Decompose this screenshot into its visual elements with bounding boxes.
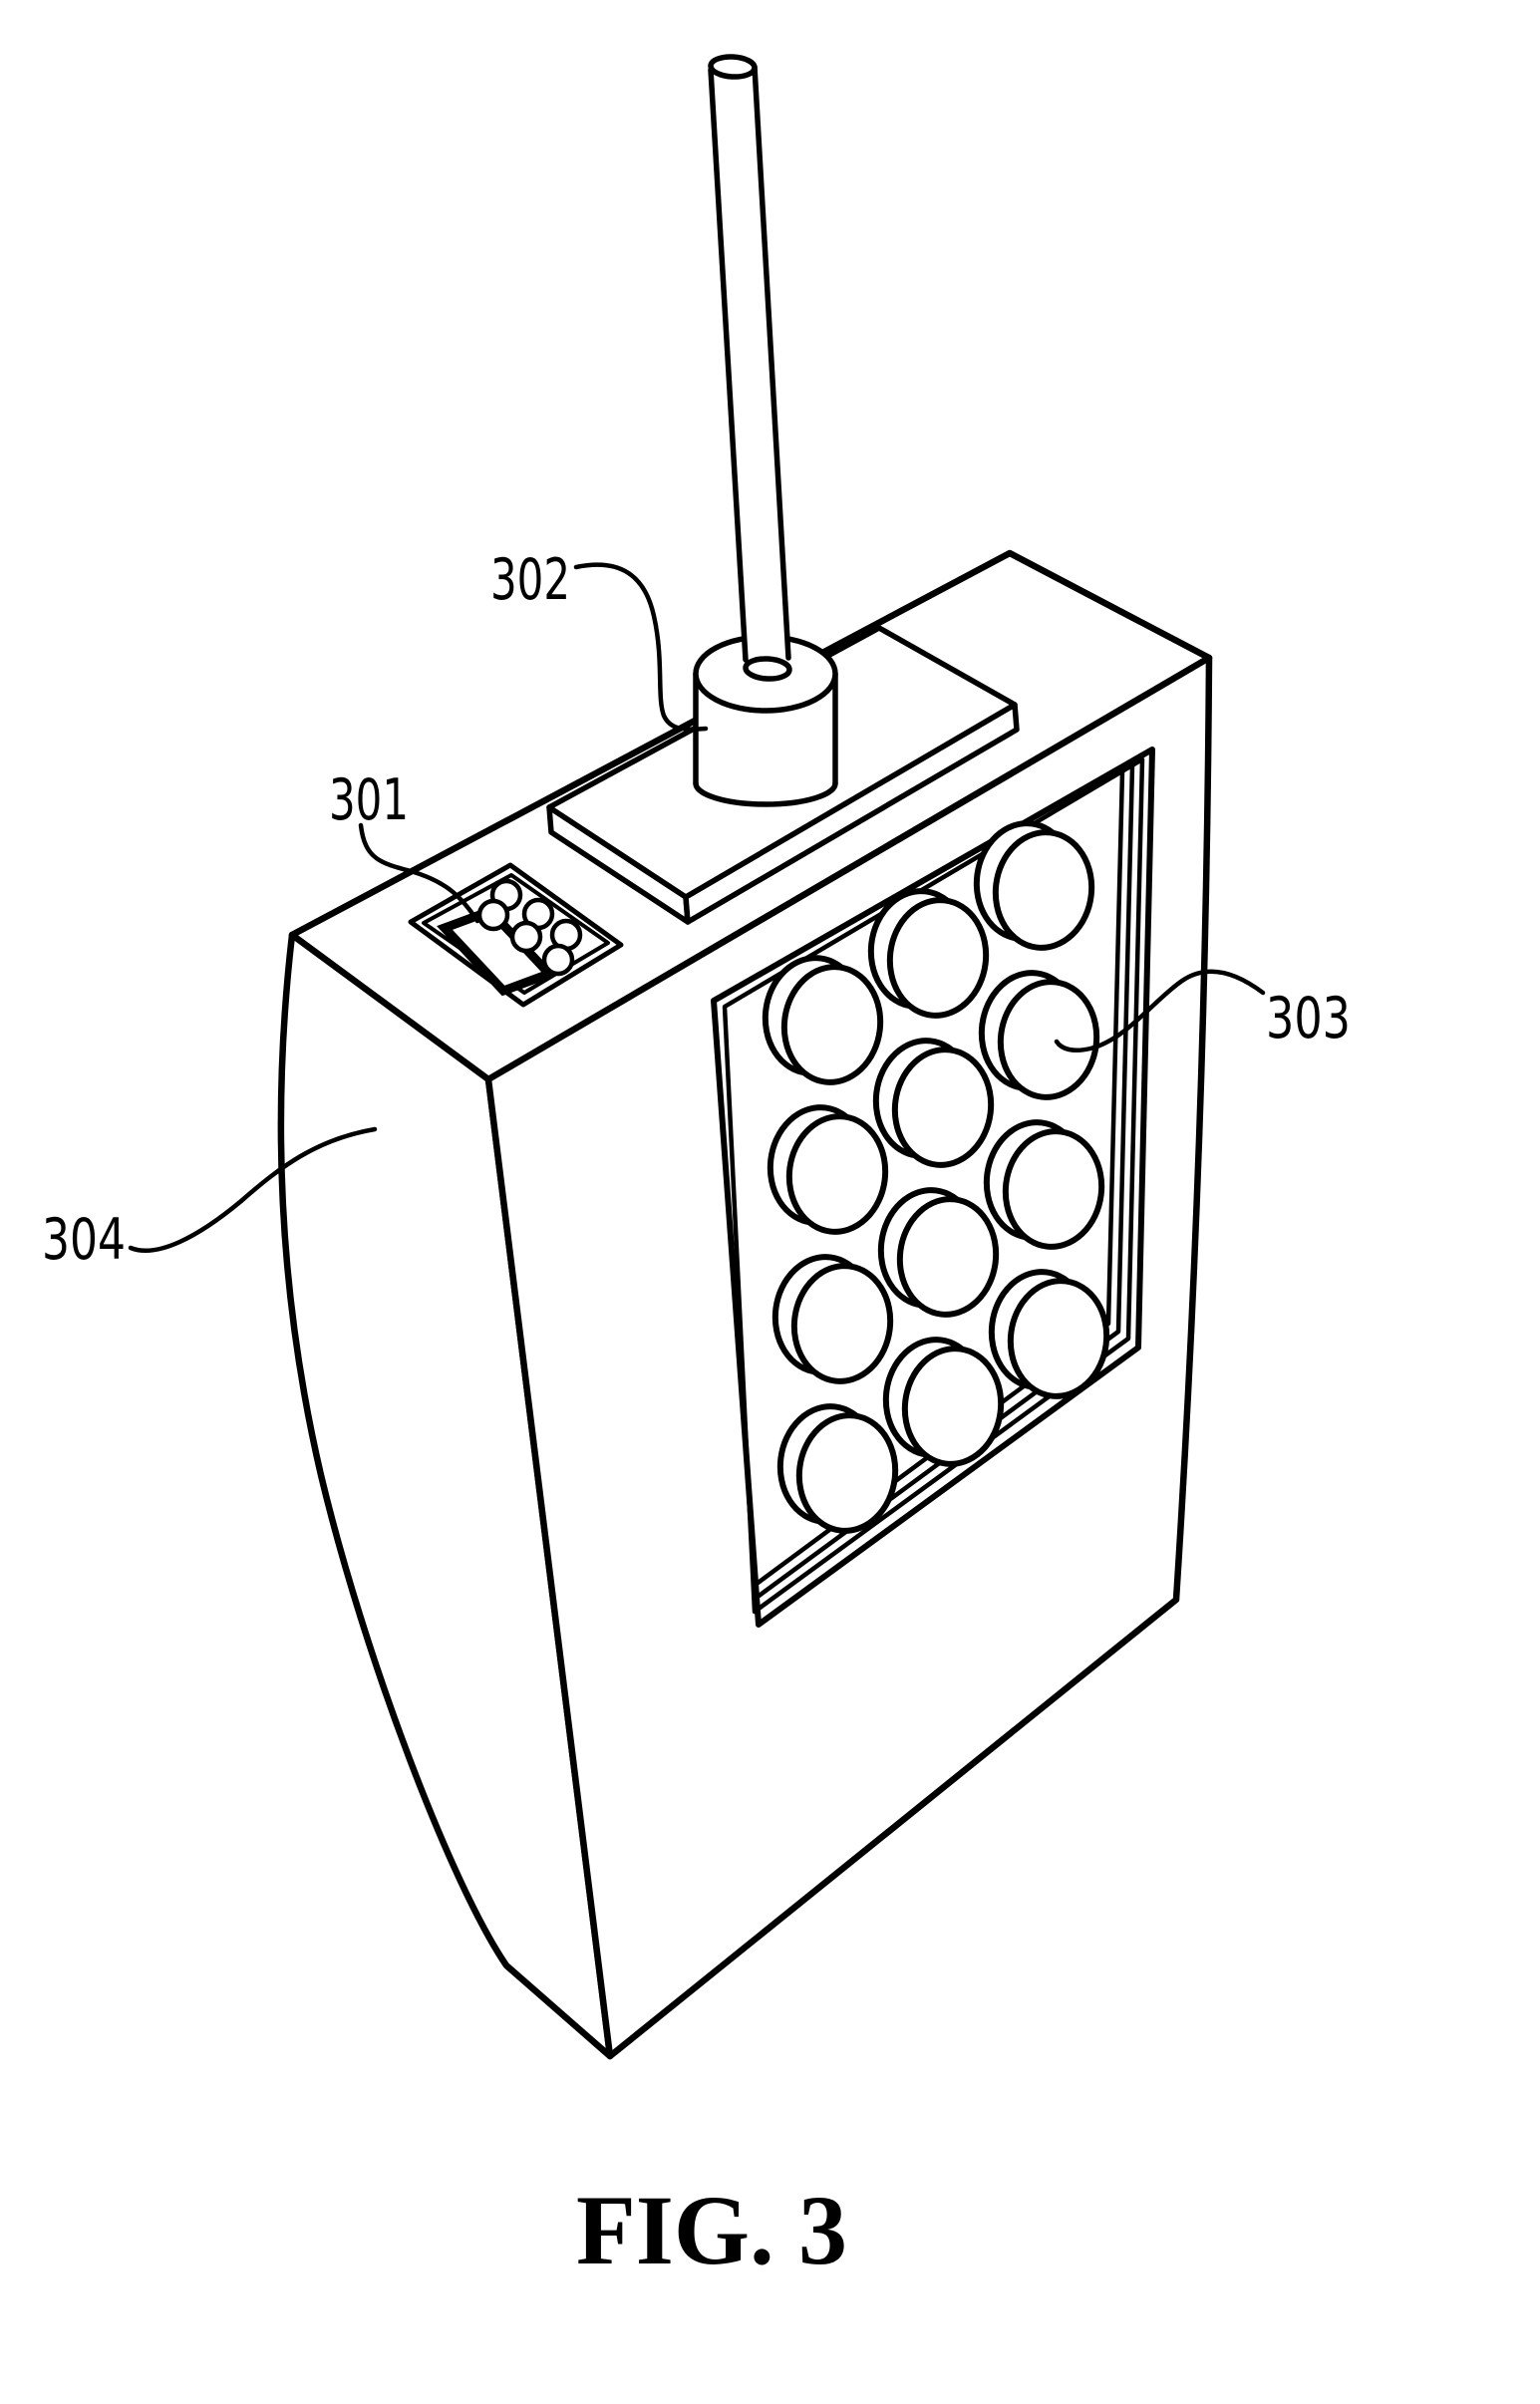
indicator-circle: [509, 920, 543, 954]
keypad-button: [776, 1403, 899, 1534]
keypad-button: [882, 1337, 1005, 1467]
antenna-tip-ellipse: [708, 54, 758, 80]
antenna-right-side: [752, 64, 791, 661]
label-302: 302: [490, 547, 570, 613]
keypad-button: [973, 820, 1095, 951]
leader-line-304: [128, 1126, 378, 1254]
indicator-circle: [476, 898, 510, 932]
keypad-button: [767, 1104, 889, 1235]
antenna-rod: [708, 54, 792, 682]
leader-line-302: [573, 562, 709, 732]
keypad-button: [983, 1119, 1105, 1250]
cylinder-bottom-arc: [693, 780, 838, 807]
front-keypad-panel: [711, 747, 1155, 1628]
figure-caption: FIG. 3: [576, 2175, 847, 2285]
leader-line-303: [1054, 969, 1266, 1052]
keypad-button: [762, 955, 884, 1085]
antenna-base-joint-ellipse: [743, 656, 792, 682]
leader-line-301: [358, 822, 480, 924]
label-304: 304: [42, 1207, 126, 1273]
keypad-button: [867, 888, 990, 1019]
keypad-button: [877, 1187, 1000, 1318]
keypad-button: [988, 1269, 1110, 1399]
antenna-left-side: [708, 67, 749, 663]
body-left-face: [277, 931, 614, 2060]
indicator-circle: [541, 943, 575, 977]
keypad-button: [771, 1254, 894, 1384]
label-301: 301: [329, 767, 409, 833]
label-303: 303: [1266, 986, 1351, 1052]
keypad-button: [872, 1038, 995, 1168]
keypad-button: [978, 970, 1100, 1100]
